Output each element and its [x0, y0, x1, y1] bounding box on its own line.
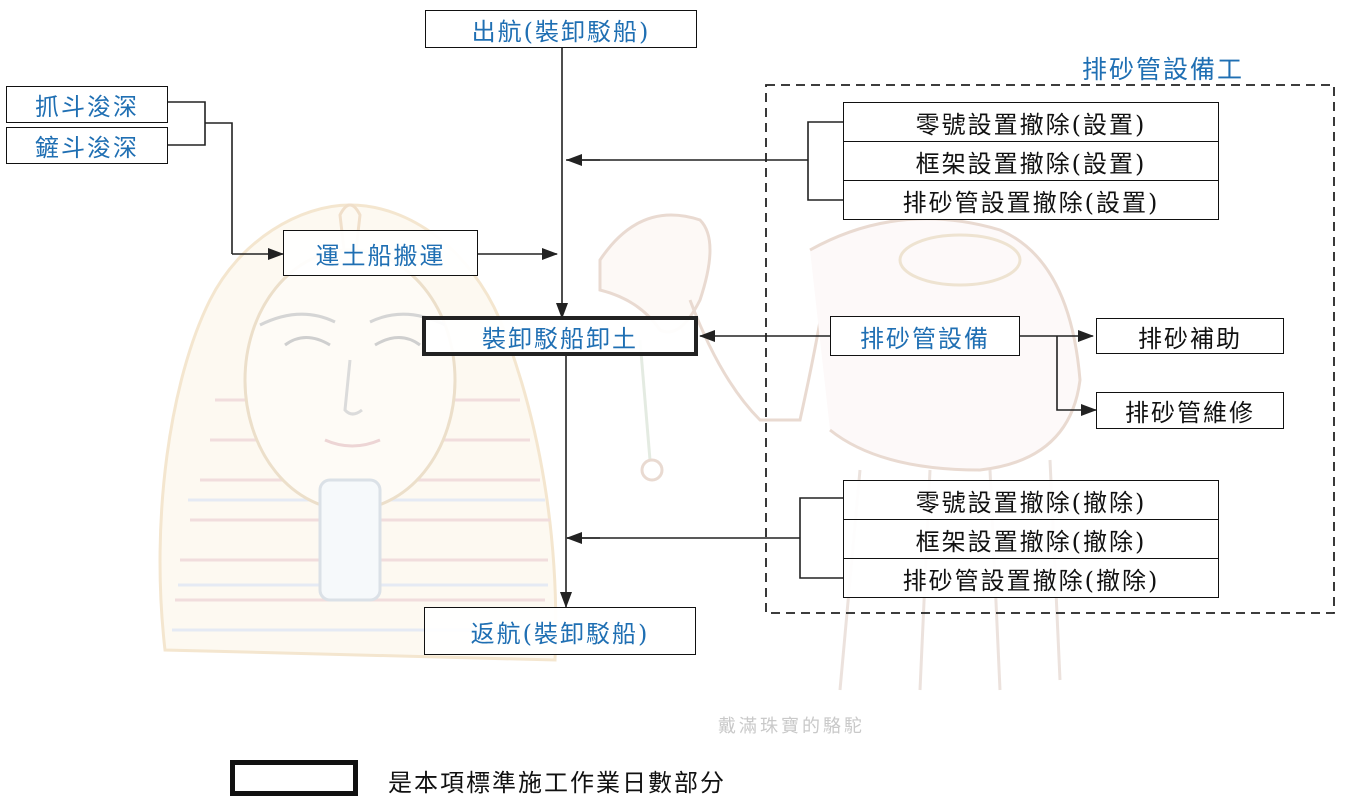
- pipe-repair-box: 排砂管維修: [1096, 392, 1284, 429]
- removal-item-zero: 零號設置撤除(撤除): [843, 480, 1219, 520]
- camel-head: [598, 213, 712, 334]
- pipe-group-border: [765, 84, 1335, 614]
- unload-box: 裝卸駁船卸土: [422, 316, 698, 356]
- pipe-to-repair: [1056, 336, 1097, 416]
- legend-swatch: [230, 760, 358, 796]
- pipe-group-title: 排砂管設備工: [1082, 55, 1245, 84]
- setup-item-frame: 框架設置撤除(設置): [843, 141, 1219, 181]
- legend-text: 是本項標準施工作業日數部分: [388, 769, 726, 797]
- pipe-assist-box: 排砂補助: [1096, 318, 1284, 354]
- camel-neck: [688, 259, 832, 422]
- dredge-bracket: [168, 101, 233, 254]
- soil-transport-box: 運土船搬運: [283, 230, 478, 276]
- return-box: 返航(裝卸駁船): [424, 607, 696, 655]
- depart-box: 出航(裝卸駁船): [425, 10, 697, 48]
- removal-bracket: [567, 497, 843, 579]
- illustration-caption: 戴滿珠寶的駱駝: [718, 716, 865, 737]
- removal-item-pipe: 排砂管設置撤除(撤除): [843, 558, 1219, 598]
- setup-item-pipe: 排砂管設置撤除(設置): [843, 180, 1219, 220]
- pharaoh-beard: [318, 478, 382, 602]
- removal-item-frame: 框架設置撤除(撤除): [843, 519, 1219, 559]
- pipe-equipment-box: 排砂管設備: [830, 316, 1020, 356]
- grab-dredge-box: 抓斗浚深: [6, 86, 168, 123]
- bucket-dredge-box: 鏟斗浚深: [6, 127, 168, 164]
- setup-bracket: [566, 121, 843, 201]
- setup-item-zero: 零號設置撤除(設置): [843, 102, 1219, 142]
